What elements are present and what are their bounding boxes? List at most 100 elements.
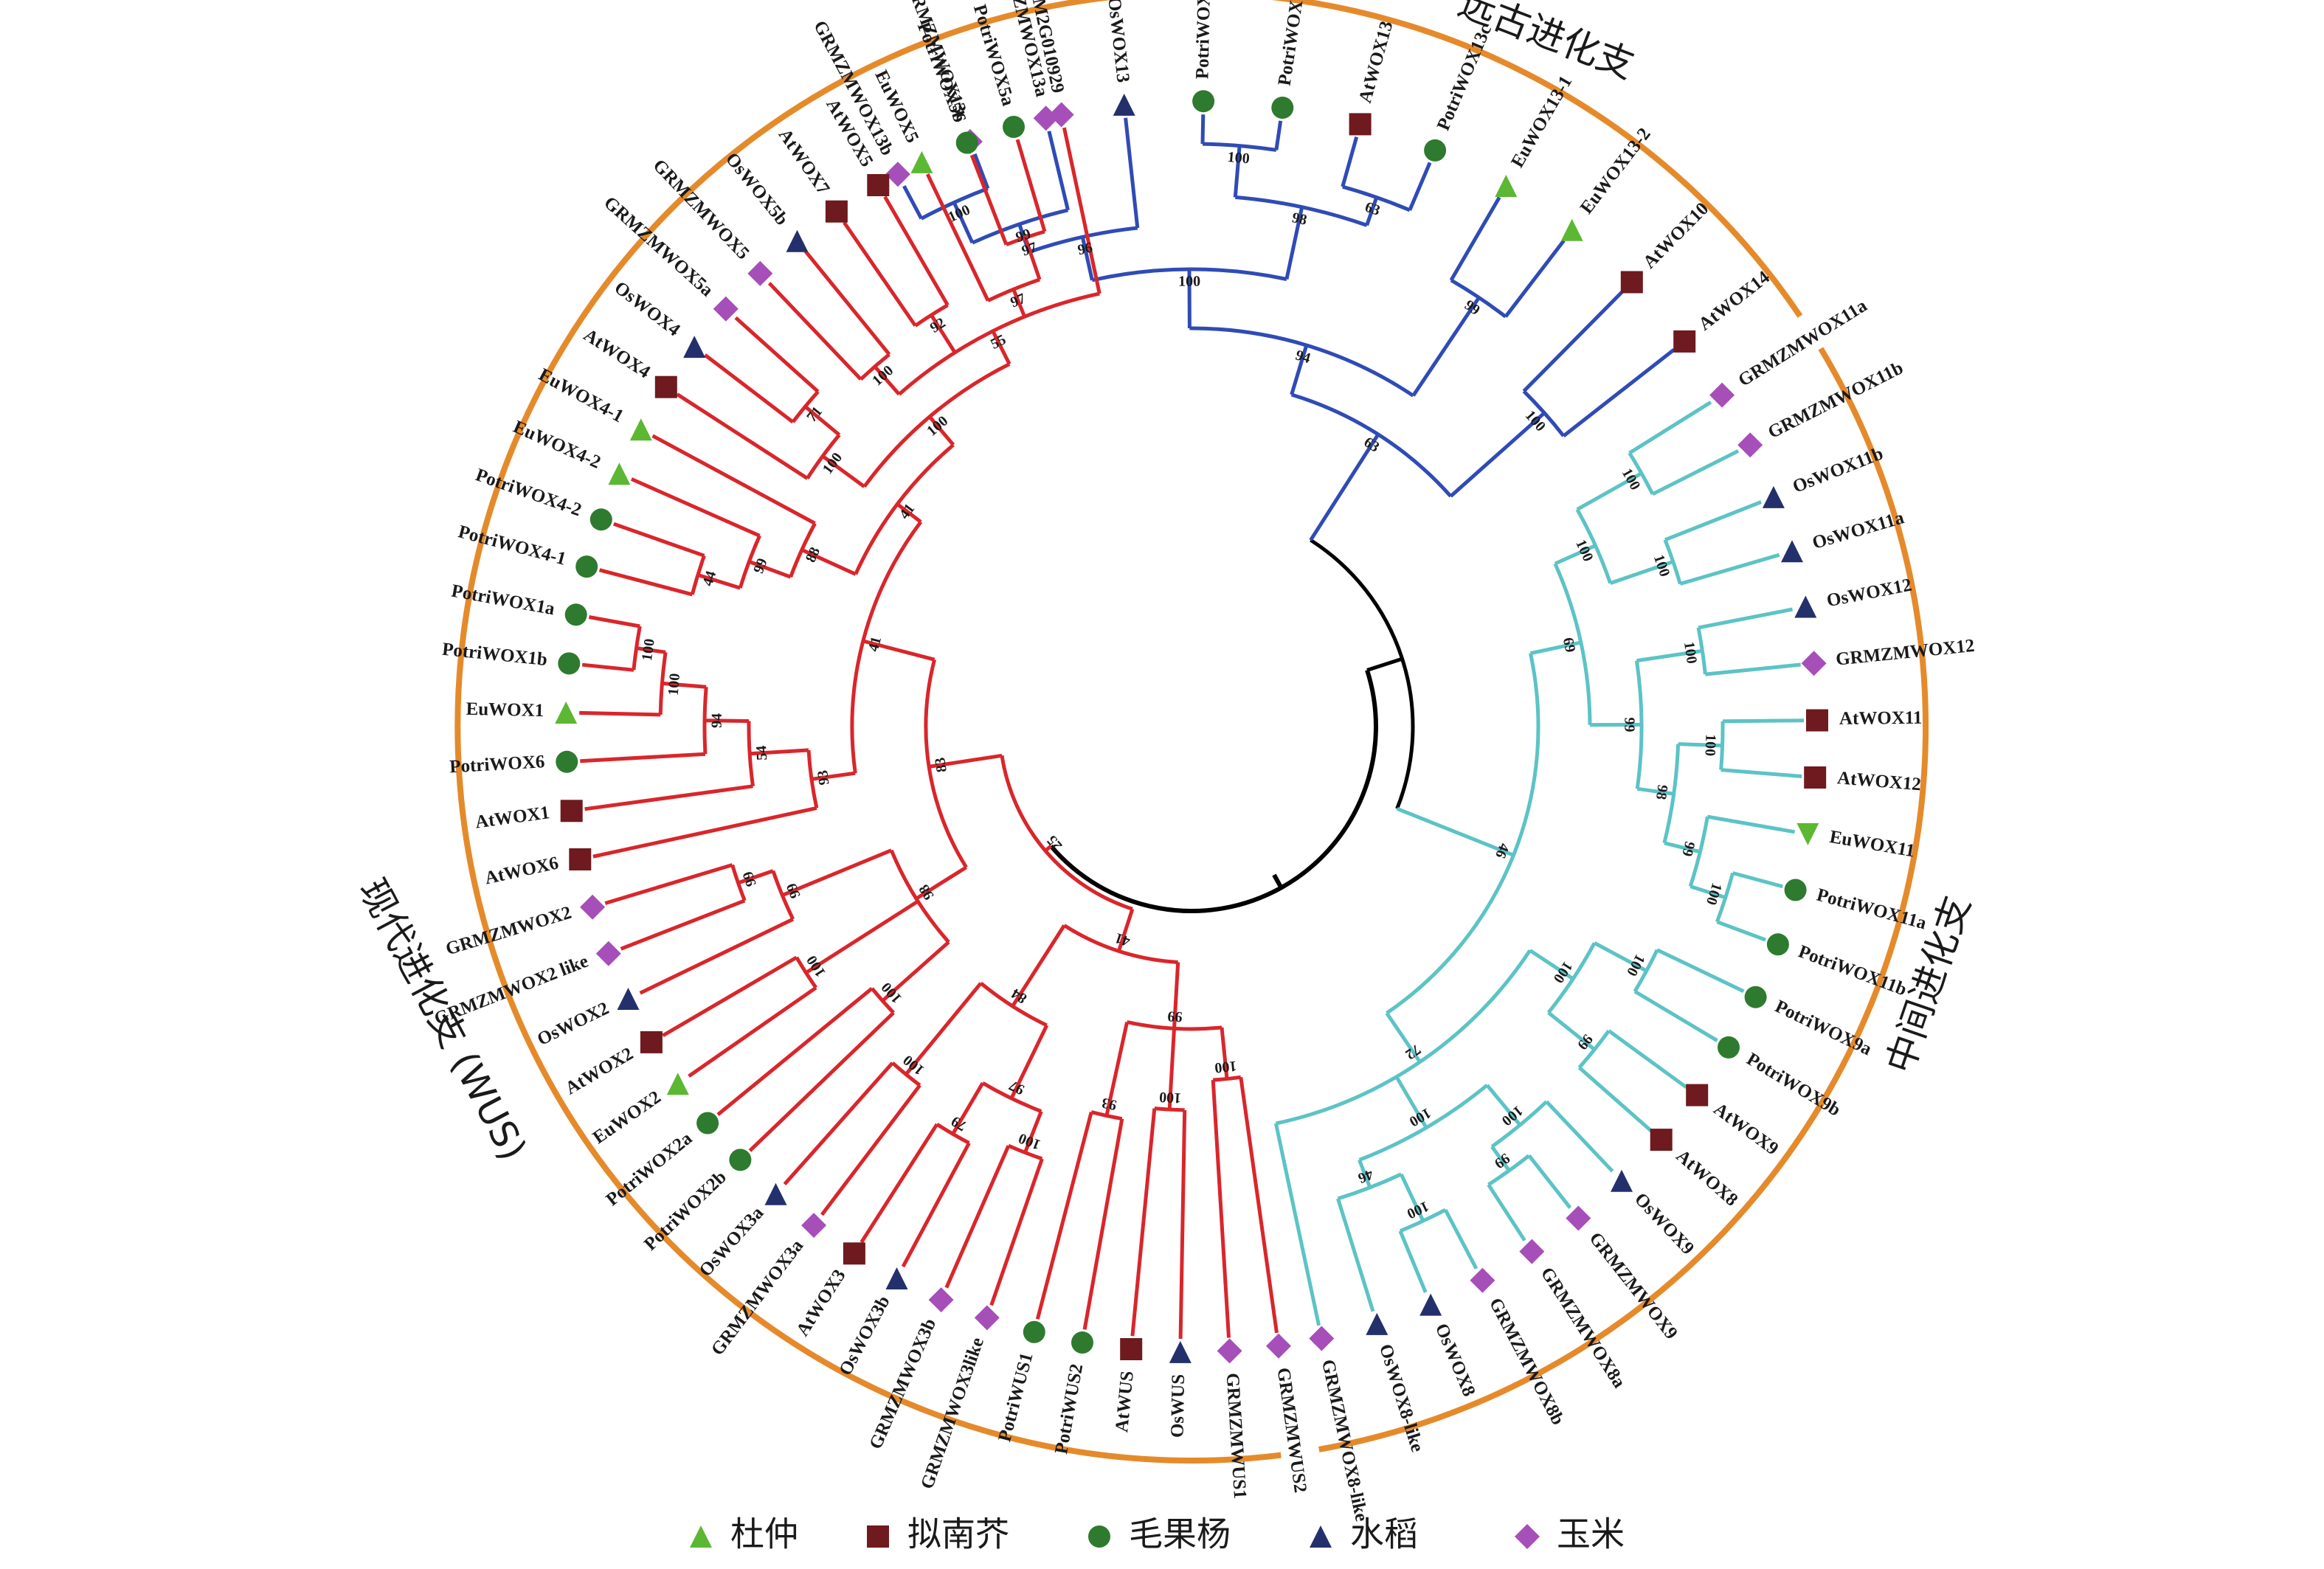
branch xyxy=(1732,871,1783,889)
leaf-node: GRMZMWOX12 xyxy=(1801,636,1976,676)
bootstrap-value: 100 xyxy=(639,638,658,662)
bootstrap-value: 46 xyxy=(1356,1166,1376,1186)
square-icon xyxy=(560,800,583,822)
branch-arc xyxy=(1063,924,1178,964)
branch xyxy=(901,1142,971,1268)
tree-branches xyxy=(579,114,1805,1339)
leaf-label: OsWOX11a xyxy=(1811,508,1907,553)
triangle-up-icon xyxy=(555,702,578,724)
diamond-icon xyxy=(1266,1333,1291,1359)
branch xyxy=(1716,920,1766,942)
leaf-label: AtWOX11 xyxy=(1839,708,1923,729)
branch xyxy=(1172,962,1180,1029)
leaf-label: AtWOX9 xyxy=(1710,1099,1782,1160)
triangle-up-icon xyxy=(1113,93,1135,116)
branch-arc xyxy=(898,291,1100,396)
leaf-node: AtWOX12 xyxy=(1804,766,1922,794)
leaf-node: PotriWOX13a xyxy=(1192,0,1215,113)
leaf-label: PotriWOX4-1 xyxy=(456,522,568,569)
square-icon xyxy=(867,1525,889,1548)
square-icon xyxy=(843,1242,865,1265)
branch-arc xyxy=(1546,942,1597,1014)
branch xyxy=(952,201,975,244)
branch xyxy=(598,568,693,597)
leaf-label: GRMZMWUS2 xyxy=(1273,1366,1311,1494)
branch-arc xyxy=(987,277,1040,302)
branch xyxy=(592,806,817,859)
leaf-node: PotriWOX9b xyxy=(1718,1036,1844,1121)
bootstrap-value: 97 xyxy=(1006,1077,1027,1098)
bootstrap-value: 99 xyxy=(1167,1008,1183,1025)
branch xyxy=(1178,1109,1187,1339)
branch xyxy=(1408,162,1432,211)
leaf-label: AtWOX12 xyxy=(1836,768,1922,794)
legend-item: 水稻 xyxy=(1310,1514,1418,1554)
branch-arc xyxy=(1553,563,1592,725)
leaf-label: OsWOX13 xyxy=(1104,0,1132,83)
branch xyxy=(1485,1084,1522,1126)
triangle-up-icon xyxy=(1560,218,1583,241)
leaf-node: OsWOX13 xyxy=(1104,0,1135,116)
branch-arc xyxy=(806,749,819,808)
branch xyxy=(1273,1123,1321,1326)
branch xyxy=(1545,1100,1614,1173)
circle-icon xyxy=(1192,90,1215,113)
branch-arc xyxy=(971,208,1069,245)
branch xyxy=(1705,662,1801,676)
circle-icon xyxy=(1784,879,1807,901)
leaf-label: OsWOX3a xyxy=(696,1203,768,1281)
triangle-up-icon xyxy=(617,988,640,1010)
bootstrap-value: 99 xyxy=(750,556,771,575)
square-icon xyxy=(654,375,677,398)
branch xyxy=(930,314,957,354)
leaf-node: OsWOX3b xyxy=(835,1267,908,1379)
branch-arc xyxy=(1577,1029,1611,1069)
leaf-node: OsWOX11a xyxy=(1781,508,1907,563)
branch-arc xyxy=(1634,660,1644,789)
branch xyxy=(972,153,990,190)
legend-item: 杜仲 xyxy=(690,1514,798,1554)
leaf-label: AtWOX4 xyxy=(580,325,654,383)
leaf-label: AtWOX10 xyxy=(1639,199,1712,273)
branch xyxy=(1664,500,1763,542)
branch xyxy=(1011,288,1027,318)
branch-arc xyxy=(1688,816,1709,887)
branch xyxy=(902,185,924,220)
diamond-icon xyxy=(801,1213,827,1239)
branch xyxy=(1290,344,1309,395)
triangle-up-icon xyxy=(666,1073,689,1095)
branch xyxy=(1698,607,1794,630)
branch xyxy=(800,548,857,576)
bootstrap-value: 96 xyxy=(1076,240,1094,259)
bootstrap-value: 100 xyxy=(1178,274,1200,290)
leaf-label: OsWOX4 xyxy=(611,277,685,340)
branch xyxy=(1274,120,1283,150)
diamond-icon xyxy=(1519,1239,1545,1264)
bootstrap-value: 100 xyxy=(1159,1089,1182,1106)
bootstrap-value: 88 xyxy=(803,544,823,564)
circle-icon xyxy=(1744,986,1767,1008)
leaf-node: PotriWOX5b xyxy=(913,19,978,154)
diamond-icon xyxy=(1309,1326,1335,1351)
branch-arc xyxy=(1000,755,1133,911)
circle-icon xyxy=(1071,1331,1093,1354)
circle-icon xyxy=(696,1112,719,1135)
square-icon xyxy=(640,1031,663,1053)
branch xyxy=(1529,640,1582,656)
diamond-icon xyxy=(595,941,621,966)
square-icon xyxy=(1349,113,1372,136)
leaf-node: EuWOX13-2 xyxy=(1560,125,1655,241)
branch-arc xyxy=(702,687,708,755)
branch xyxy=(881,941,950,1002)
leaf-node: AtWOX6 xyxy=(483,848,592,888)
bootstrap-value: 97 xyxy=(1020,239,1039,259)
leaf-label: OsWOX2 xyxy=(534,998,612,1050)
ring-arc-intermediate xyxy=(1318,347,1929,1452)
branch xyxy=(1220,1027,1229,1079)
diamond-icon xyxy=(885,162,910,187)
triangle-up-icon xyxy=(764,1182,787,1205)
leaf-node: OsWOX8 xyxy=(1419,1293,1479,1399)
leaf-label: OsWOX12 xyxy=(1825,575,1914,612)
branch xyxy=(581,662,634,672)
